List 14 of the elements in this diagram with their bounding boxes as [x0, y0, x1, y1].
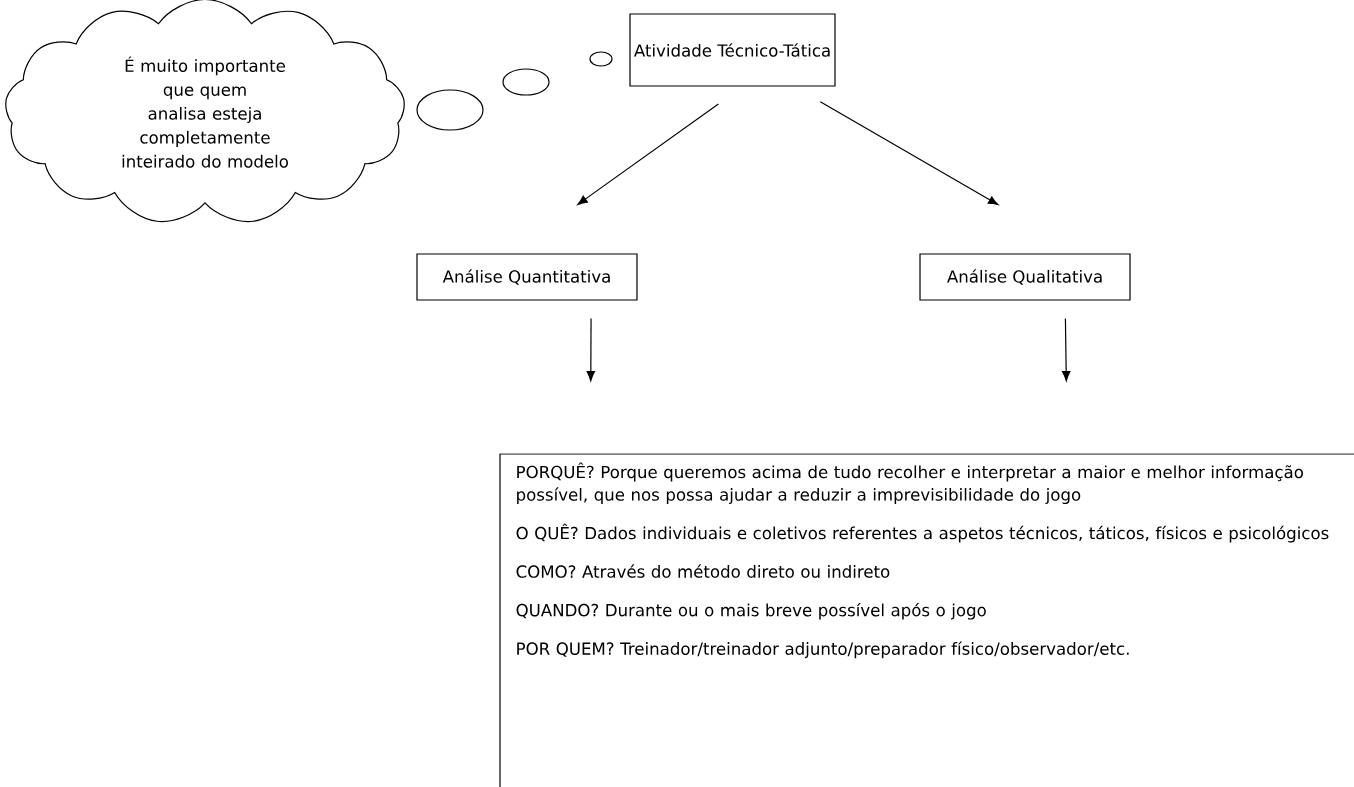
arrow: [819, 101, 999, 206]
process-box: Atividade Técnico-Tática: [629, 13, 836, 87]
paragraph: POR QUEM? Treinador/treinador adjunto/preparador físico/observador/etc.: [517, 641, 1129, 659]
paragraph: COMO? Através do método direto ou indireto: [516, 564, 890, 578]
paragraph: O QUÊ? Dados individuais e coletivos referentes a aspetos técnicos, táticos, físicos e psicológicos: [516, 523, 1329, 543]
arrow: [577, 103, 719, 205]
paragraph: PORQUÊ? Porque queremos acima de tudo recolher e interpretar a maior e melhor informação possível, que nos possa ajudar a reduzir a imprevisibilidade do jogo: [517, 462, 1303, 505]
text-panel: [499, 453, 1354, 787]
arrow: [586, 317, 595, 382]
process-box: Análise Qualitativa: [919, 253, 1131, 301]
paragraph: QUANDO? Durante ou o mais breve possível após o jogo: [516, 602, 986, 620]
arrow: [1062, 317, 1071, 382]
process-box: Análise Quantitativa: [416, 253, 638, 301]
thought-cloud: É muito importante que quem analisa esteja completamente inteirado do modelo: [5, 0, 405, 223]
